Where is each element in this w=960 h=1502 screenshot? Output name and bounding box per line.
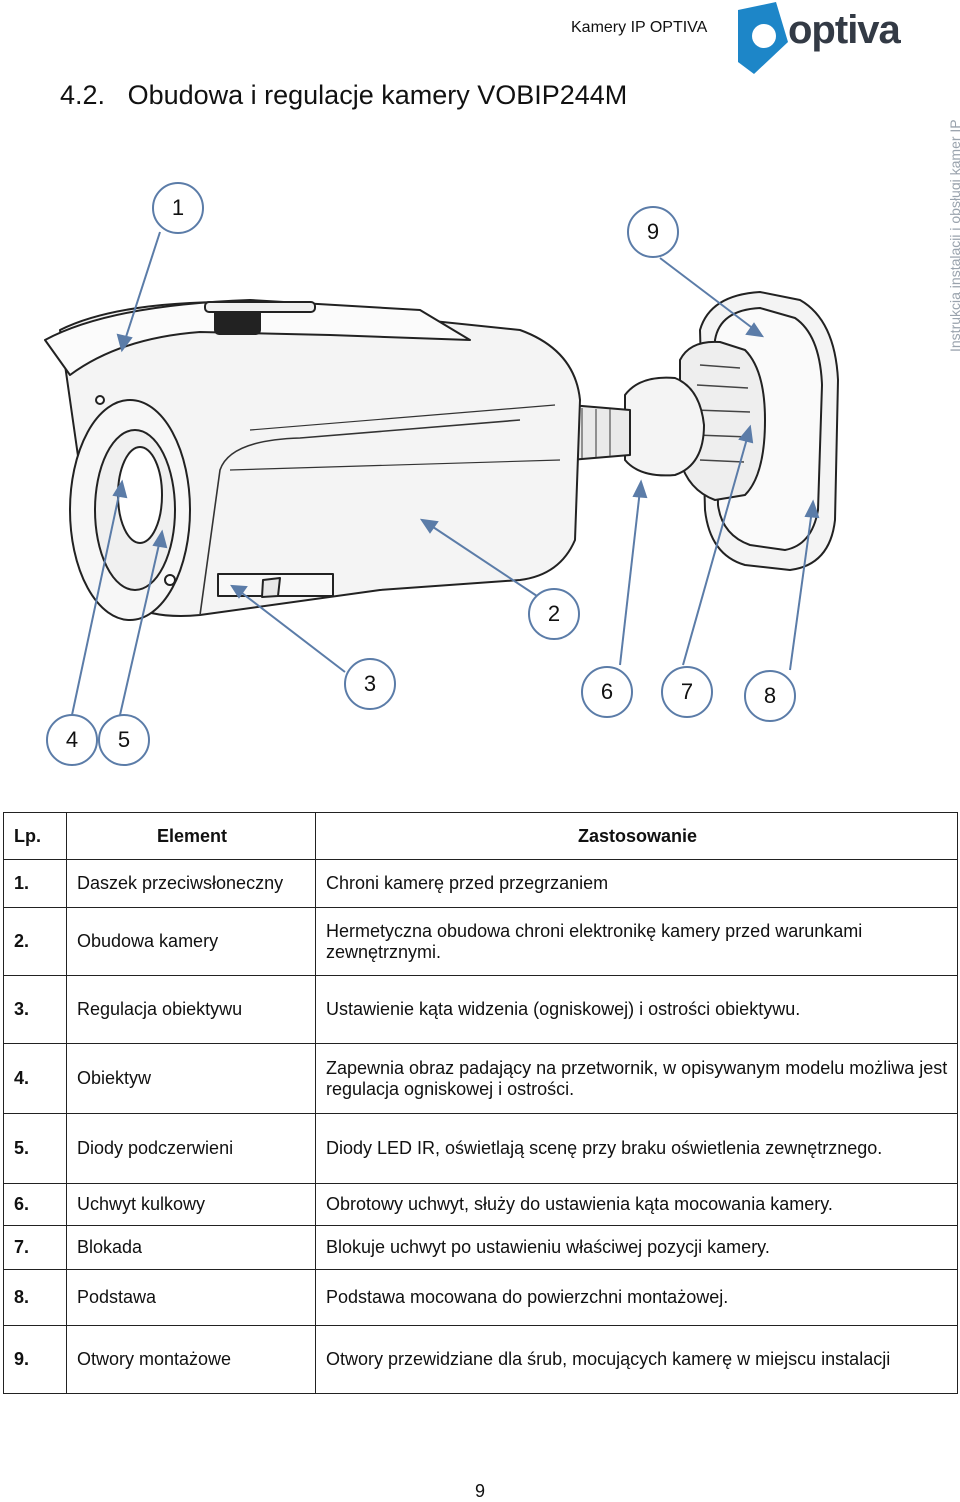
table-header-row: Lp. Element Zastosowanie [3, 812, 958, 860]
table-row: 6. Uchwyt kulkowy Obrotowy uchwyt, służy… [3, 1183, 958, 1226]
row-description: Diody LED IR, oświetlają scenę przy brak… [315, 1113, 958, 1184]
row-number: 4. [3, 1043, 67, 1114]
section-title-text: Obudowa i regulacje kamery VOBIP244M [127, 80, 628, 110]
page-number: 9 [474, 1481, 485, 1501]
header-lp: Lp. [3, 812, 67, 860]
callout-1: 1 [152, 182, 204, 234]
row-element: Blokada [66, 1225, 316, 1270]
table-row: 2. Obudowa kamery Hermetyczna obudowa ch… [3, 907, 958, 976]
table-row: 3. Regulacja obiektywu Ustawienie kąta w… [3, 975, 958, 1044]
ball-joint-shape [624, 376, 705, 477]
header-zastosowanie: Zastosowanie [315, 812, 958, 860]
callout-8: 8 [744, 670, 796, 722]
row-number: 8. [3, 1269, 67, 1326]
header-element: Element [66, 812, 316, 860]
row-number: 7. [3, 1225, 67, 1270]
row-number: 6. [3, 1183, 67, 1226]
section-title: 4.2. Obudowa i regulacje kamery VOBIP244… [60, 80, 627, 111]
table-row: 4. Obiektyw Zapewnia obraz padający na p… [3, 1043, 958, 1114]
row-number: 9. [3, 1325, 67, 1394]
row-description: Ustawienie kąta widzenia (ogniskowej) i … [315, 975, 958, 1044]
header-product-line: Kamery IP OPTIVA [571, 19, 708, 36]
callout-6: 6 [581, 666, 633, 718]
row-number: 5. [3, 1113, 67, 1184]
row-element: Obudowa kamery [66, 907, 316, 976]
row-number: 1. [3, 859, 67, 908]
sunshield-shape [44, 299, 471, 376]
row-element: Uchwyt kulkowy [66, 1183, 316, 1226]
row-number: 3. [3, 975, 67, 1044]
row-element: Regulacja obiektywu [66, 975, 316, 1044]
row-number: 2. [3, 907, 67, 976]
element-table: Lp. Element Zastosowanie 1. Daszek przec… [3, 812, 958, 1394]
optiva-logo-icon [738, 2, 788, 74]
row-description: Chroni kamerę przed przegrzaniem [315, 859, 958, 908]
callout-2: 2 [528, 588, 580, 640]
camera-drawing [44, 231, 839, 716]
row-element: Otwory montażowe [66, 1325, 316, 1394]
row-description: Otwory przewidziane dla śrub, mocujących… [315, 1325, 958, 1394]
callout-4: 4 [46, 714, 98, 766]
table-row: 5. Diody podczerwieni Diody LED IR, oświ… [3, 1113, 958, 1184]
callout-3: 3 [344, 658, 396, 710]
table-row: 9. Otwory montażowe Otwory przewidziane … [3, 1325, 958, 1394]
row-element: Daszek przeciwsłoneczny [66, 859, 316, 908]
callout-9: 9 [627, 206, 679, 258]
row-description: Blokuje uchwyt po ustawieniu właściwej p… [315, 1225, 958, 1270]
table-row: 7. Blokada Blokuje uchwyt po ustawieniu … [3, 1225, 958, 1270]
logo-wordmark: optiva [788, 8, 901, 52]
callout-7: 7 [661, 666, 713, 718]
row-element: Podstawa [66, 1269, 316, 1326]
row-description: Obrotowy uchwyt, służy do ustawienia kąt… [315, 1183, 958, 1226]
section-number: 4.2. [60, 80, 106, 110]
table-row: 1. Daszek przeciwsłoneczny Chroni kamerę… [3, 859, 958, 908]
row-description: Hermetyczna obudowa chroni elektronikę k… [315, 907, 958, 976]
callout-5: 5 [98, 714, 150, 766]
row-description: Podstawa mocowana do powierzchni montażo… [315, 1269, 958, 1326]
row-element: Diody podczerwieni [66, 1113, 316, 1184]
table-row: 8. Podstawa Podstawa mocowana do powierz… [3, 1269, 958, 1326]
callout-leader-lines [71, 231, 820, 716]
row-description: Zapewnia obraz padający na przetwornik, … [315, 1043, 958, 1114]
row-element: Obiektyw [66, 1043, 316, 1114]
